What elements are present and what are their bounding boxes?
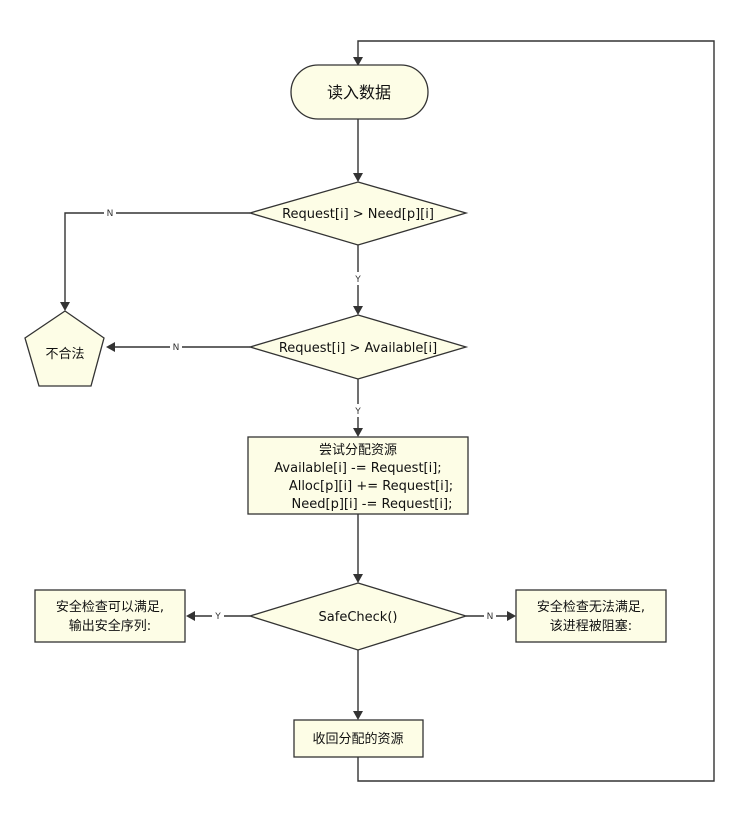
safe-ok-line-1: 安全检查可以满足, bbox=[56, 599, 164, 615]
decision-safecheck-text: SafeCheck() bbox=[319, 610, 398, 625]
try-allocate-node: 尝试分配资源 Available[i] -= Request[i]; Alloc… bbox=[247, 436, 469, 515]
available-no-arrowhead bbox=[106, 342, 115, 352]
decision-need-text: Request[i] > Need[p][i] bbox=[282, 207, 434, 222]
edge-label-safe-yes: Y bbox=[214, 612, 221, 622]
loop-back-connector bbox=[357, 40, 715, 782]
start-to-need-arrowhead bbox=[353, 173, 363, 182]
edge-labels: N Y N Y Y N bbox=[104, 206, 496, 622]
edge-label-available-yes: Y bbox=[354, 407, 361, 417]
loop-back-arrowhead bbox=[353, 57, 363, 66]
safe-fail-line-2: 该进程被阻塞: bbox=[550, 618, 632, 634]
safe-no-arrowhead bbox=[507, 611, 516, 621]
start-node: 读入数据 bbox=[290, 64, 429, 120]
edge-label-available-no: N bbox=[173, 343, 180, 353]
safecheck-to-reclaim-arrowhead bbox=[353, 711, 363, 720]
edge-label-need-yes: Y bbox=[354, 275, 361, 285]
need-no-arrowhead bbox=[60, 302, 70, 311]
reclaim-node: 收回分配的资源 bbox=[293, 719, 424, 758]
reclaim-node-text: 收回分配的资源 bbox=[312, 731, 403, 747]
safe-ok-node: 安全检查可以满足, 输出安全序列: bbox=[34, 589, 186, 643]
try-allocate-title: 尝试分配资源 bbox=[319, 443, 397, 458]
safe-fail-node: 安全检查无法满足, 该进程被阻塞: bbox=[515, 589, 667, 643]
try-allocate-line-need: Need[p][i] -= Request[i]; bbox=[292, 497, 453, 512]
decision-available: Request[i] > Available[i] bbox=[247, 314, 469, 380]
illegal-node-text: 不合法 bbox=[45, 347, 84, 362]
try-allocate-line-available: Available[i] -= Request[i]; bbox=[274, 461, 441, 476]
decision-need: Request[i] > Need[p][i] bbox=[247, 181, 469, 246]
edge-label-safe-no: N bbox=[487, 612, 494, 622]
connectors bbox=[60, 40, 715, 782]
decision-available-text: Request[i] > Available[i] bbox=[279, 341, 437, 356]
edge-label-need-no: N bbox=[107, 209, 114, 219]
safe-ok-line-2: 输出安全序列: bbox=[69, 618, 151, 634]
need-no-connector bbox=[64, 212, 250, 305]
safe-yes-arrowhead bbox=[186, 611, 195, 621]
available-yes-arrowhead bbox=[353, 428, 363, 437]
illegal-node: 不合法 bbox=[24, 310, 105, 387]
allocate-to-safecheck-arrowhead bbox=[353, 574, 363, 583]
start-node-text: 读入数据 bbox=[327, 83, 391, 102]
need-yes-arrowhead bbox=[353, 306, 363, 315]
safe-fail-line-1: 安全检查无法满足, bbox=[537, 599, 645, 615]
try-allocate-line-alloc: Alloc[p][i] += Request[i]; bbox=[289, 479, 453, 494]
decision-safecheck: SafeCheck() bbox=[247, 582, 469, 651]
